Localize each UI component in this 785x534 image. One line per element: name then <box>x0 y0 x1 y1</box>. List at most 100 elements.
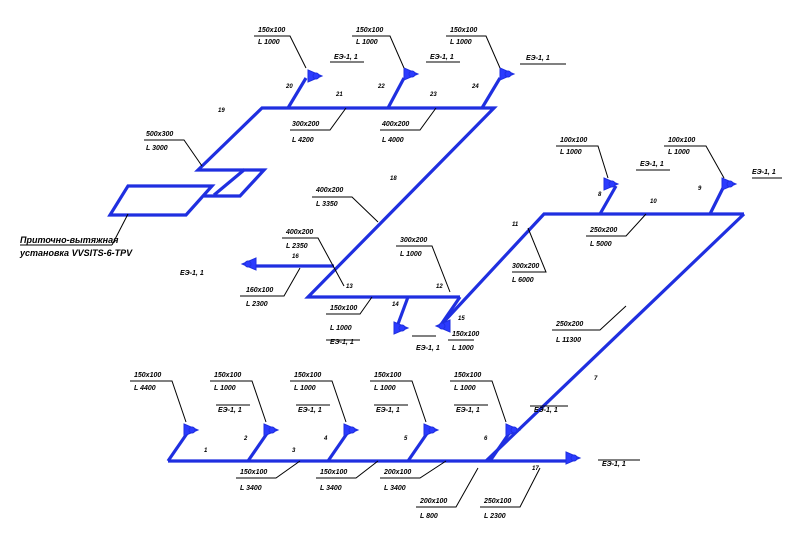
top-r2-grille: ЕЭ-1, 1 <box>430 54 454 61</box>
bottom-branch-3 <box>326 431 350 462</box>
diffuser-icon <box>307 69 324 83</box>
top-r3-len: L 1000 <box>450 39 472 46</box>
top-r3-size: 150x100 <box>450 27 477 34</box>
bot-r2-grille: ЕЭ-1, 1 <box>218 407 242 414</box>
bot-main5-size: 250x100 <box>483 498 511 505</box>
bottom-branch-1 <box>166 431 190 462</box>
mid-riser1-len: L 3350 <box>316 201 338 208</box>
diffuser-icon <box>434 319 451 333</box>
seg-2: 2 <box>243 436 248 442</box>
right-long-size: 250x200 <box>555 321 583 328</box>
bot-r2-len: L 1000 <box>214 385 236 392</box>
bot-r4-grille: ЕЭ-1, 1 <box>376 407 400 414</box>
mid-riser2-size: 400x200 <box>285 229 313 236</box>
bottom-branch-5 <box>488 431 512 462</box>
top-branch-2 <box>386 77 406 109</box>
top-r2-len: L 1000 <box>356 39 378 46</box>
right-r1-grille: ЕЭ-1, 1 <box>640 161 664 168</box>
seg-11: 11 <box>512 222 519 228</box>
mid-right-size: 150x100 <box>452 331 479 338</box>
bot-main1-size: 150x100 <box>240 469 267 476</box>
right-main-duct <box>438 212 744 328</box>
top-r1-len: L 1000 <box>258 39 280 46</box>
seg-6: 6 <box>484 436 488 442</box>
mid-branch-size: 160x100 <box>246 287 273 294</box>
seg-18: 18 <box>390 176 397 182</box>
unit-body <box>107 184 216 217</box>
mid-branch-grille: ЕЭ-1, 1 <box>180 270 204 277</box>
seg-5: 5 <box>404 436 408 442</box>
seg-7: 7 <box>594 376 598 382</box>
seg-16: 16 <box>292 254 299 260</box>
right-riser-size: 300x200 <box>512 263 539 270</box>
seg-10: 10 <box>650 199 657 205</box>
inlet-size: 500x300 <box>146 131 173 138</box>
diffuser-icon <box>393 321 410 335</box>
bot-main4-len: L 800 <box>420 513 438 520</box>
diffusers <box>183 67 738 465</box>
bot-r4-len: L 1000 <box>374 385 396 392</box>
seg-9: 9 <box>698 186 702 192</box>
right-branch-1 <box>598 185 618 215</box>
diffuser-icon <box>499 67 516 81</box>
bot-main2-len: L 3400 <box>320 485 342 492</box>
bot-r1-size: 150x100 <box>134 372 161 379</box>
right-long-duct <box>484 212 746 463</box>
top-main2-size: 400x200 <box>381 121 409 128</box>
right-r2-len: L 1000 <box>668 149 690 156</box>
bot-main1-len: L 3400 <box>240 485 262 492</box>
mid-bottom-len: L 1000 <box>330 325 352 332</box>
bot-r6-grille: ЕЭ-1, 1 <box>534 407 558 414</box>
seg-4: 4 <box>323 436 328 442</box>
mid-main-size: 300x200 <box>400 237 427 244</box>
seg-12: 12 <box>436 284 443 290</box>
mid-right-grille: ЕЭ-1, 1 <box>416 345 440 352</box>
diffuser-icon <box>343 423 360 437</box>
diffuser-icon <box>721 177 738 191</box>
bottom-branch-2 <box>246 431 270 462</box>
right-long-len: L 11300 <box>556 337 581 344</box>
mid-riser1-size: 400x200 <box>315 187 343 194</box>
mid-bottom-stub <box>396 296 410 325</box>
diffuser-icon <box>263 423 280 437</box>
right-r2-size: 100x100 <box>668 137 695 144</box>
diffuser-icon <box>505 423 522 437</box>
seg-13: 13 <box>346 284 353 290</box>
top-main1-len: L 4200 <box>292 137 314 144</box>
right-main-len: L 5000 <box>590 241 612 248</box>
bot-end-grille: ЕЭ-1, 1 <box>602 461 626 468</box>
bot-r3-size: 150x100 <box>294 372 321 379</box>
mid-right-len: L 1000 <box>452 345 474 352</box>
right-main-size: 250x200 <box>589 227 617 234</box>
leader-lines <box>130 35 782 508</box>
bot-main3-len: L 3400 <box>384 485 406 492</box>
seg-20: 20 <box>285 84 293 90</box>
bot-r4-size: 150x100 <box>374 372 401 379</box>
seg-19: 19 <box>218 108 225 114</box>
mid-main-len: L 1000 <box>400 251 422 258</box>
mid-bottom-size: 150x100 <box>330 305 357 312</box>
air-handling-unit: Приточно-вытяжная установка VVSITS-6-TPV <box>19 168 268 258</box>
bot-r5-size: 150x100 <box>454 372 481 379</box>
unit-connector <box>204 168 268 198</box>
right-r2-grille: ЕЭ-1, 1 <box>752 169 776 176</box>
bot-r3-grille: ЕЭ-1, 1 <box>298 407 322 414</box>
bot-r1-len: L 4400 <box>134 385 156 392</box>
unit-label-line1: Приточно-вытяжная <box>20 235 119 245</box>
diffuser-icon <box>423 423 440 437</box>
top-main-duct <box>194 106 498 299</box>
top-main2-len: L 4000 <box>382 137 404 144</box>
seg-24: 24 <box>471 84 479 90</box>
seg-17: 17 <box>532 466 539 472</box>
seg-22: 22 <box>377 84 385 90</box>
diffuser-icon <box>603 177 620 191</box>
bot-main3-size: 200x100 <box>383 469 411 476</box>
mid-branch-len: L 2300 <box>246 301 268 308</box>
top-branch-1 <box>286 77 308 109</box>
top-r2-size: 150x100 <box>356 27 383 34</box>
seg-1: 1 <box>204 448 208 454</box>
mid-riser2-len: L 2350 <box>286 243 308 250</box>
inlet-len: L 3000 <box>146 145 168 152</box>
right-r1-size: 100x100 <box>560 137 587 144</box>
